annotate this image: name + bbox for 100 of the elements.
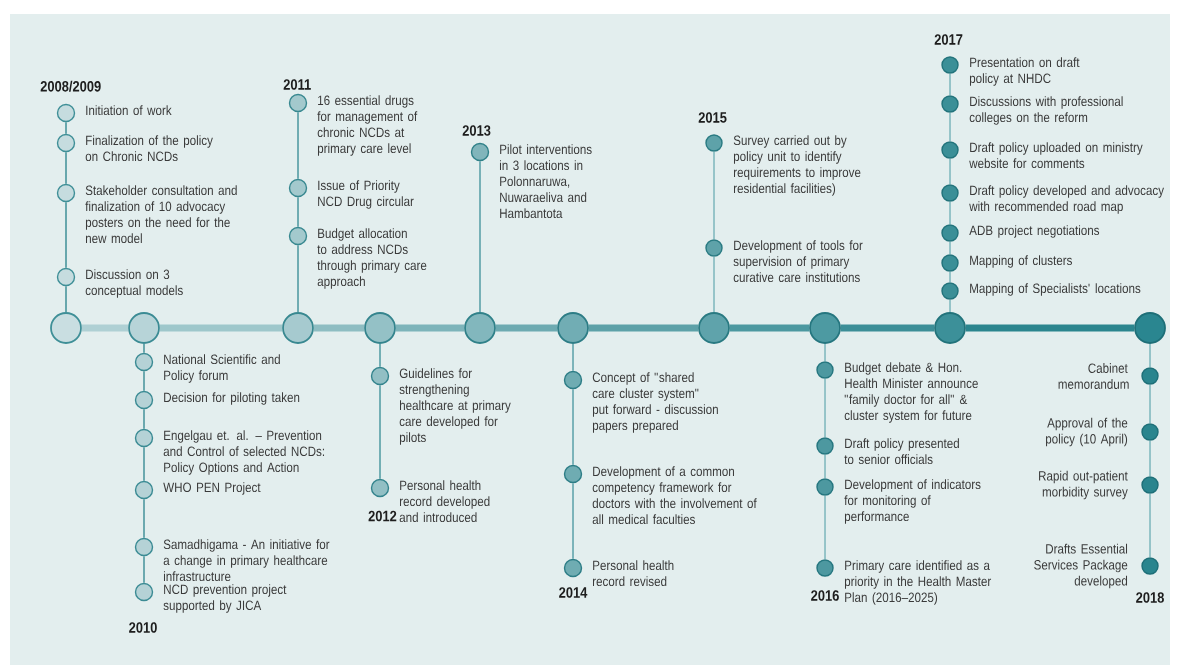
event-text: Primary care identified as a priority in the Health Master Plan (2016–2025)	[844, 560, 992, 605]
year-marker	[557, 312, 589, 344]
event-dot	[288, 226, 308, 246]
connector-line	[824, 343, 826, 363]
timeline-axis	[81, 324, 129, 332]
event-text: Presentation on draft policy at NHDC	[969, 57, 1080, 86]
event-text: Draft policy presented to senior officials	[844, 438, 959, 465]
year-marker	[464, 312, 496, 344]
connector-line	[143, 446, 145, 482]
event-text: Initiation of work	[86, 105, 172, 116]
event-text: Budget debate & Hon. Health Minister announce "family doctor for all" & cluster system for future	[844, 362, 978, 423]
connector-line	[949, 270, 951, 284]
event-dot	[288, 178, 308, 198]
event-dot	[941, 254, 959, 272]
timeline-axis	[395, 324, 465, 332]
year-marker	[128, 312, 160, 344]
event-dot	[56, 183, 76, 203]
event-text: Development of a common competency framework for doctors with the involvement of all medical faculties	[592, 466, 757, 525]
event-text: Decision for piloting taken	[164, 392, 300, 405]
connector-line	[297, 196, 299, 228]
connector-line	[949, 298, 951, 313]
connector-line	[297, 111, 299, 180]
connector-line	[143, 408, 145, 430]
connector-line	[572, 388, 574, 466]
event-text: Rapid out-patient morbidity survey	[1039, 470, 1128, 500]
connector-line	[297, 244, 299, 313]
connector-line	[824, 377, 826, 439]
connector-line	[949, 240, 951, 256]
year-marker	[809, 312, 841, 344]
event-text: National Scientific and Policy forum	[164, 354, 280, 383]
connector-line	[143, 370, 145, 392]
connector-line	[479, 160, 481, 313]
connector-line	[65, 201, 67, 269]
event-dot	[1141, 423, 1159, 441]
event-text: Personal health record developed and introduced	[399, 480, 490, 523]
event-text: Personal health record revised	[592, 560, 674, 587]
event-text: Draft policy uploaded on ministry website for comments	[969, 142, 1143, 169]
connector-line	[949, 200, 951, 226]
event-dot	[941, 141, 959, 159]
event-text: Survey carried out by policy unit to identify requirements to improve residential facilities)	[733, 135, 861, 196]
connector-line	[824, 453, 826, 480]
connector-line	[572, 482, 574, 560]
event-text: Cabinet memorandum	[1058, 363, 1129, 389]
connector-line	[713, 150, 715, 241]
event-dot	[941, 224, 959, 242]
event-dot	[563, 370, 583, 390]
event-dot	[1141, 476, 1159, 494]
event-text: Finalization of the policy on Chronic NCDs	[85, 135, 213, 162]
event-text: WHO PEN Project	[163, 482, 261, 495]
event-text: Concept of "shared care cluster system" put forward - discussion papers prepared	[592, 372, 718, 433]
connector-line	[1149, 343, 1151, 369]
event-text: 16 essential drugs for management of chronic NCDs at primary care level	[317, 95, 418, 156]
event-dot	[134, 480, 154, 500]
timeline-axis	[159, 324, 283, 332]
event-dot	[56, 103, 76, 123]
event-dot	[370, 366, 390, 386]
year-label: 2008/2009	[40, 80, 101, 92]
event-text: Discussions with professional colleges on the reform	[969, 96, 1123, 125]
event-dot	[370, 478, 390, 498]
timeline-axis	[313, 324, 365, 332]
event-text: Mapping of Specialists' locations	[970, 283, 1141, 296]
event-dot	[941, 184, 959, 202]
event-text: Budget allocation to address NCDs through primary care approach	[317, 228, 427, 289]
event-dot	[816, 437, 834, 455]
event-dot	[56, 133, 76, 153]
connector-line	[143, 498, 145, 539]
event-dot	[941, 56, 959, 74]
event-dot	[941, 95, 959, 113]
event-dot	[1141, 367, 1159, 385]
event-text: Guidelines for strengthening healthcare at primary care developed for pilots	[399, 368, 511, 445]
event-text: Engelgau et. al. – Prevention and Control of selected NCDs: Policy Options and Action	[163, 430, 324, 475]
timeline-axis	[840, 324, 935, 332]
connector-line	[379, 384, 381, 480]
year-marker	[934, 312, 966, 344]
connector-line	[824, 494, 826, 561]
event-text: Issue of Priority NCD Drug circular	[318, 180, 414, 209]
event-dot	[563, 558, 583, 578]
event-dot	[1141, 557, 1159, 575]
event-text: ADB project negotiations	[969, 225, 1100, 238]
event-text: Stakeholder consultation and finalization of 10 advocacy posters on the need for the new model	[85, 185, 237, 244]
event-dot	[134, 537, 154, 557]
event-dot	[56, 267, 76, 287]
connector-line	[949, 157, 951, 186]
timeline-axis	[965, 324, 1135, 332]
event-dot	[134, 352, 154, 372]
year-label: 2010	[129, 622, 157, 633]
year-marker	[282, 312, 314, 344]
connector-line	[1149, 492, 1151, 559]
event-dot	[470, 142, 490, 162]
timeline-axis	[588, 324, 699, 332]
event-dot	[563, 464, 583, 484]
event-text: Development of tools for supervision of primary curative care institutions	[733, 240, 863, 283]
connector-line	[949, 72, 951, 97]
event-dot	[134, 390, 154, 410]
year-marker	[364, 312, 396, 344]
timeline-axis	[495, 324, 558, 332]
connector-line	[1149, 383, 1151, 425]
event-text: Discussion on 3 conceptual models	[85, 269, 183, 298]
year-marker	[698, 312, 730, 344]
connector-line	[949, 111, 951, 143]
